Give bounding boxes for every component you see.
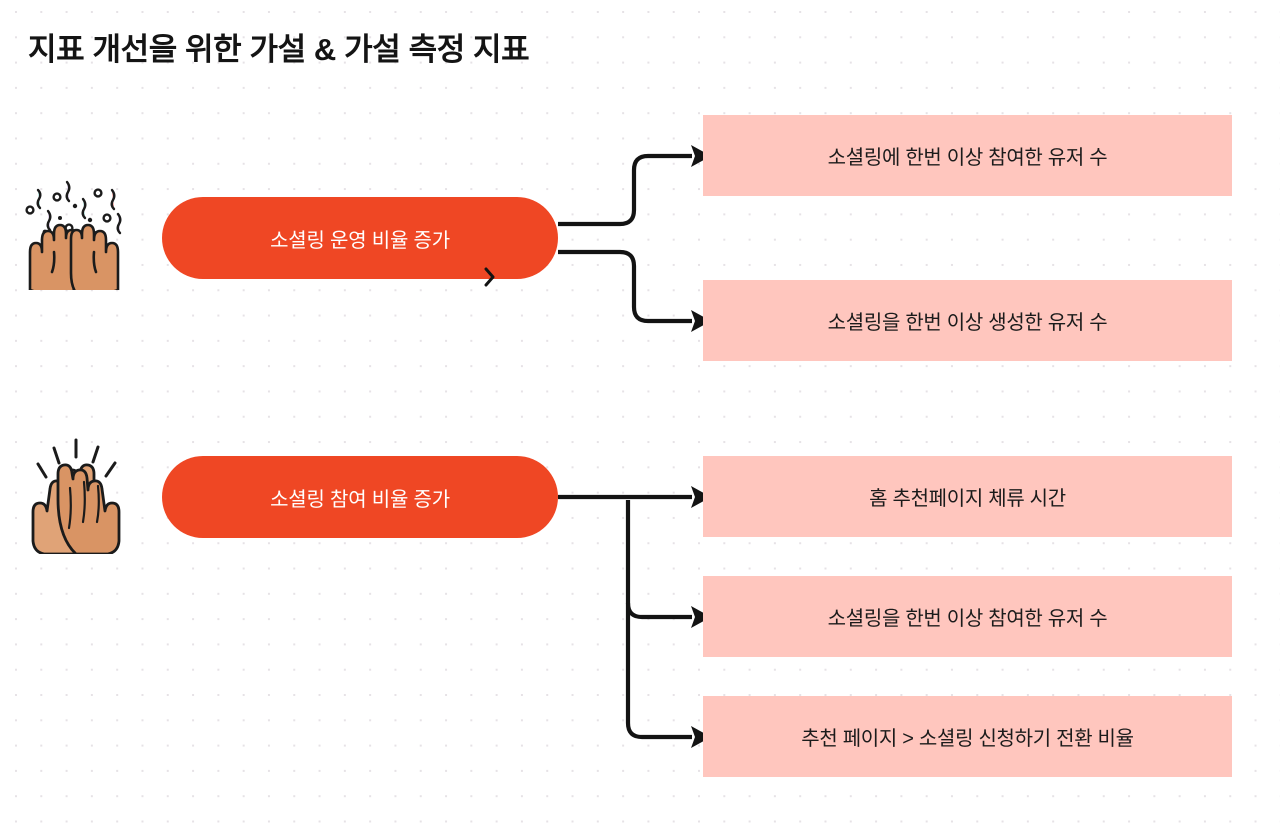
- metric-box-1-label: 소셜링에 한번 이상 참여한 유저 수: [827, 147, 1108, 169]
- hypothesis-pill-2-label: 소셜링 참여 비율 증가: [270, 488, 450, 511]
- hypothesis-pill-1[interactable]: 소셜링 운영 비율 증가: [162, 197, 558, 287]
- connector-h2-m4: [625, 500, 692, 620]
- hypothesis-pill-2[interactable]: 소셜링 참여 비율 증가: [162, 456, 558, 538]
- metric-box-1[interactable]: 소셜링에 한번 이상 참여한 유저 수: [703, 115, 1232, 196]
- metric-box-3[interactable]: 홈 추천페이지 체류 시간: [703, 456, 1232, 537]
- page-title: 지표 개선을 위한 가설 & 가설 측정 지표: [28, 32, 530, 67]
- connector-h2-m5: [625, 603, 692, 740]
- connector-h1-m2: [558, 249, 692, 324]
- metric-box-5-label: 추천 페이지 > 소셜링 신청하기 전환 비율: [801, 728, 1134, 750]
- metric-box-5[interactable]: 추천 페이지 > 소셜링 신청하기 전환 비율: [703, 696, 1232, 777]
- metric-box-4-label: 소셜링을 한번 이상 참여한 유저 수: [827, 608, 1108, 630]
- chevron-right-icon: [484, 267, 496, 287]
- clapping-high-five-hands-emoji: [14, 430, 138, 554]
- hypothesis-pill-1-label: 소셜링 운영 비율 증가: [270, 229, 450, 252]
- raising-hands-confetti-emoji: [12, 166, 136, 290]
- metric-box-4[interactable]: 소셜링을 한번 이상 참여한 유저 수: [703, 576, 1232, 657]
- metric-box-2[interactable]: 소셜링을 한번 이상 생성한 유저 수: [703, 280, 1232, 361]
- connector-h1-m1: [558, 153, 692, 227]
- metric-box-3-label: 홈 추천페이지 체류 시간: [869, 488, 1066, 510]
- metric-box-2-label: 소셜링을 한번 이상 생성한 유저 수: [827, 312, 1108, 334]
